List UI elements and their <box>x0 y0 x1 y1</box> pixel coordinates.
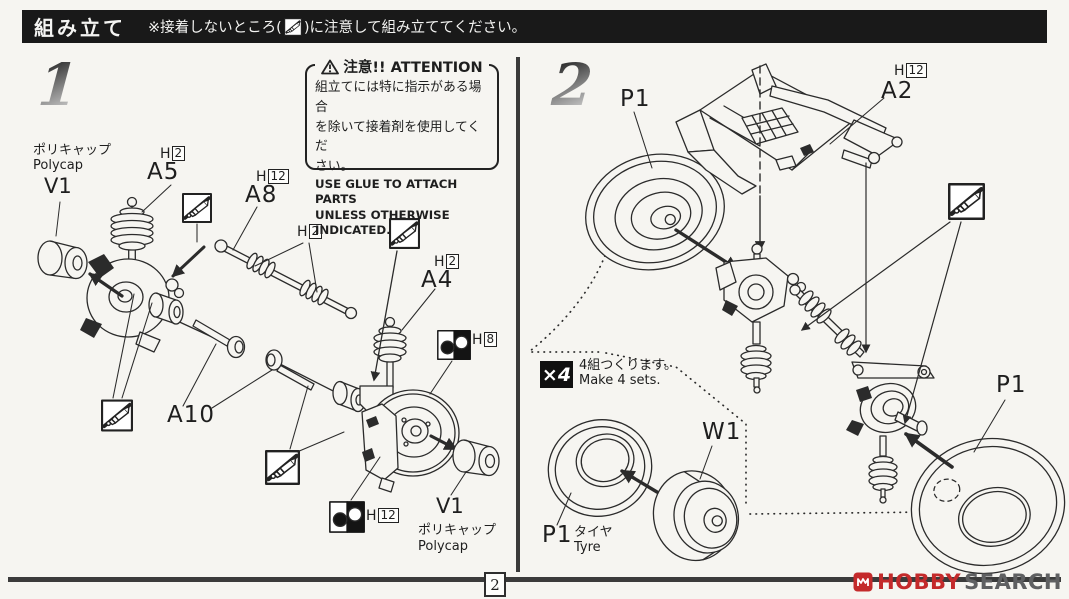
polycap-en-label: Polycap <box>418 539 469 554</box>
no-glue-icon <box>284 18 302 36</box>
header-note-prefix: ※接着しないところ( <box>148 20 282 36</box>
driveshaft-drawing <box>789 284 865 358</box>
part-label-a4: A4 <box>421 267 454 293</box>
tyre-detail-drawing <box>547 419 653 517</box>
polycap-jp-label: ポリキャップ <box>418 523 497 538</box>
black-white-dots-icon <box>437 330 471 360</box>
attention-jp-line: さい。 <box>315 159 354 175</box>
polycap-en-label: Polycap <box>33 158 84 173</box>
tire-right-drawing <box>910 437 1066 575</box>
attention-jp-line: を除いて接着剤を使用してくだ <box>315 119 481 155</box>
leader-lines-step2 <box>556 97 1006 526</box>
no-glue-icon <box>182 193 212 223</box>
step1-diagram <box>37 184 500 533</box>
tie-rod-drawing <box>214 239 358 320</box>
chassis-drawing <box>675 63 903 195</box>
part-label-a2: A2 <box>881 78 914 104</box>
part-label-p1-tyre: P1 <box>542 522 573 548</box>
make-sets-jp-label: 4組つくります。 <box>579 358 677 373</box>
attention-box: 注意!! ATTENTION 組立てには特に指示がある場合 を除いて接着剤を使用… <box>305 56 499 237</box>
watermark-hobby: HOBBY <box>877 570 962 594</box>
part-label-v1-bottom: V1 <box>436 494 464 518</box>
no-glue-icon <box>266 451 299 484</box>
part-label-p1-top: P1 <box>620 86 651 112</box>
leader-lines-step1 <box>112 184 467 501</box>
polycap-bottom-drawing <box>452 439 500 477</box>
part-label-a8: A8 <box>245 182 278 208</box>
warning-triangle-icon <box>321 59 340 74</box>
pin1-drawing <box>192 319 246 359</box>
bushing1-drawing <box>148 292 184 325</box>
kingpin-shaft-drawing <box>110 196 154 289</box>
part-label-a10: A10 <box>167 402 216 428</box>
polycap-jp-label: ポリキャップ <box>33 143 112 158</box>
attention-jp-line: 組立てには特に指示がある場合 <box>315 80 482 115</box>
make4-boundary <box>529 249 933 515</box>
hobbysearch-logo-icon <box>853 572 873 592</box>
no-glue-icon <box>101 399 133 432</box>
page-title: 組み立て <box>34 16 126 40</box>
multiply-badge: ×4 <box>540 361 573 388</box>
tyre-jp-label: タイヤ <box>574 525 613 540</box>
step1-number: 1 <box>35 51 81 119</box>
brake-disc-drawing <box>361 389 460 493</box>
tire-top-drawing <box>585 153 725 271</box>
upright-drawing <box>715 243 807 394</box>
attention-en-line: USE GLUE TO ATTACH PARTS <box>315 177 458 207</box>
wheel-detail-drawing <box>652 470 740 562</box>
footer-rule <box>8 577 1061 582</box>
page-number: 2 <box>484 572 506 597</box>
tyre-en-label: Tyre <box>574 540 601 555</box>
header-note-suffix: )に注意して組み立ててください。 <box>303 20 527 36</box>
part-label-a5: A5 <box>147 159 180 185</box>
header-note: ※接着しないところ( )に注意して組み立ててください。 <box>148 16 526 37</box>
black-white-dots-icon <box>329 501 365 533</box>
watermark-search: SEARCH <box>964 570 1062 594</box>
watermark: HOBBY SEARCH <box>853 570 1062 594</box>
part-label-v1-top: V1 <box>44 174 72 198</box>
part-label-p1-right: P1 <box>996 372 1027 398</box>
no-glue-icon <box>949 184 984 219</box>
header-bar: 組み立て ※接着しないところ( )に注意して組み立ててください。 <box>22 10 1047 43</box>
attention-en-line: UNLESS OTHERWISE INDICATED. <box>315 207 450 238</box>
make-sets-en-label: Make 4 sets. <box>579 373 661 388</box>
hub-drawing <box>846 361 935 504</box>
polycap-top-drawing <box>37 240 88 280</box>
pin2-drawing <box>265 349 315 391</box>
attention-title: 注意!! ATTENTION <box>315 56 489 77</box>
step2-number: 2 <box>549 51 595 119</box>
part-label-w1: W1 <box>702 419 742 445</box>
step2-diagram <box>529 63 1066 575</box>
knuckle-drawing <box>80 254 185 353</box>
panel-divider <box>516 57 520 572</box>
